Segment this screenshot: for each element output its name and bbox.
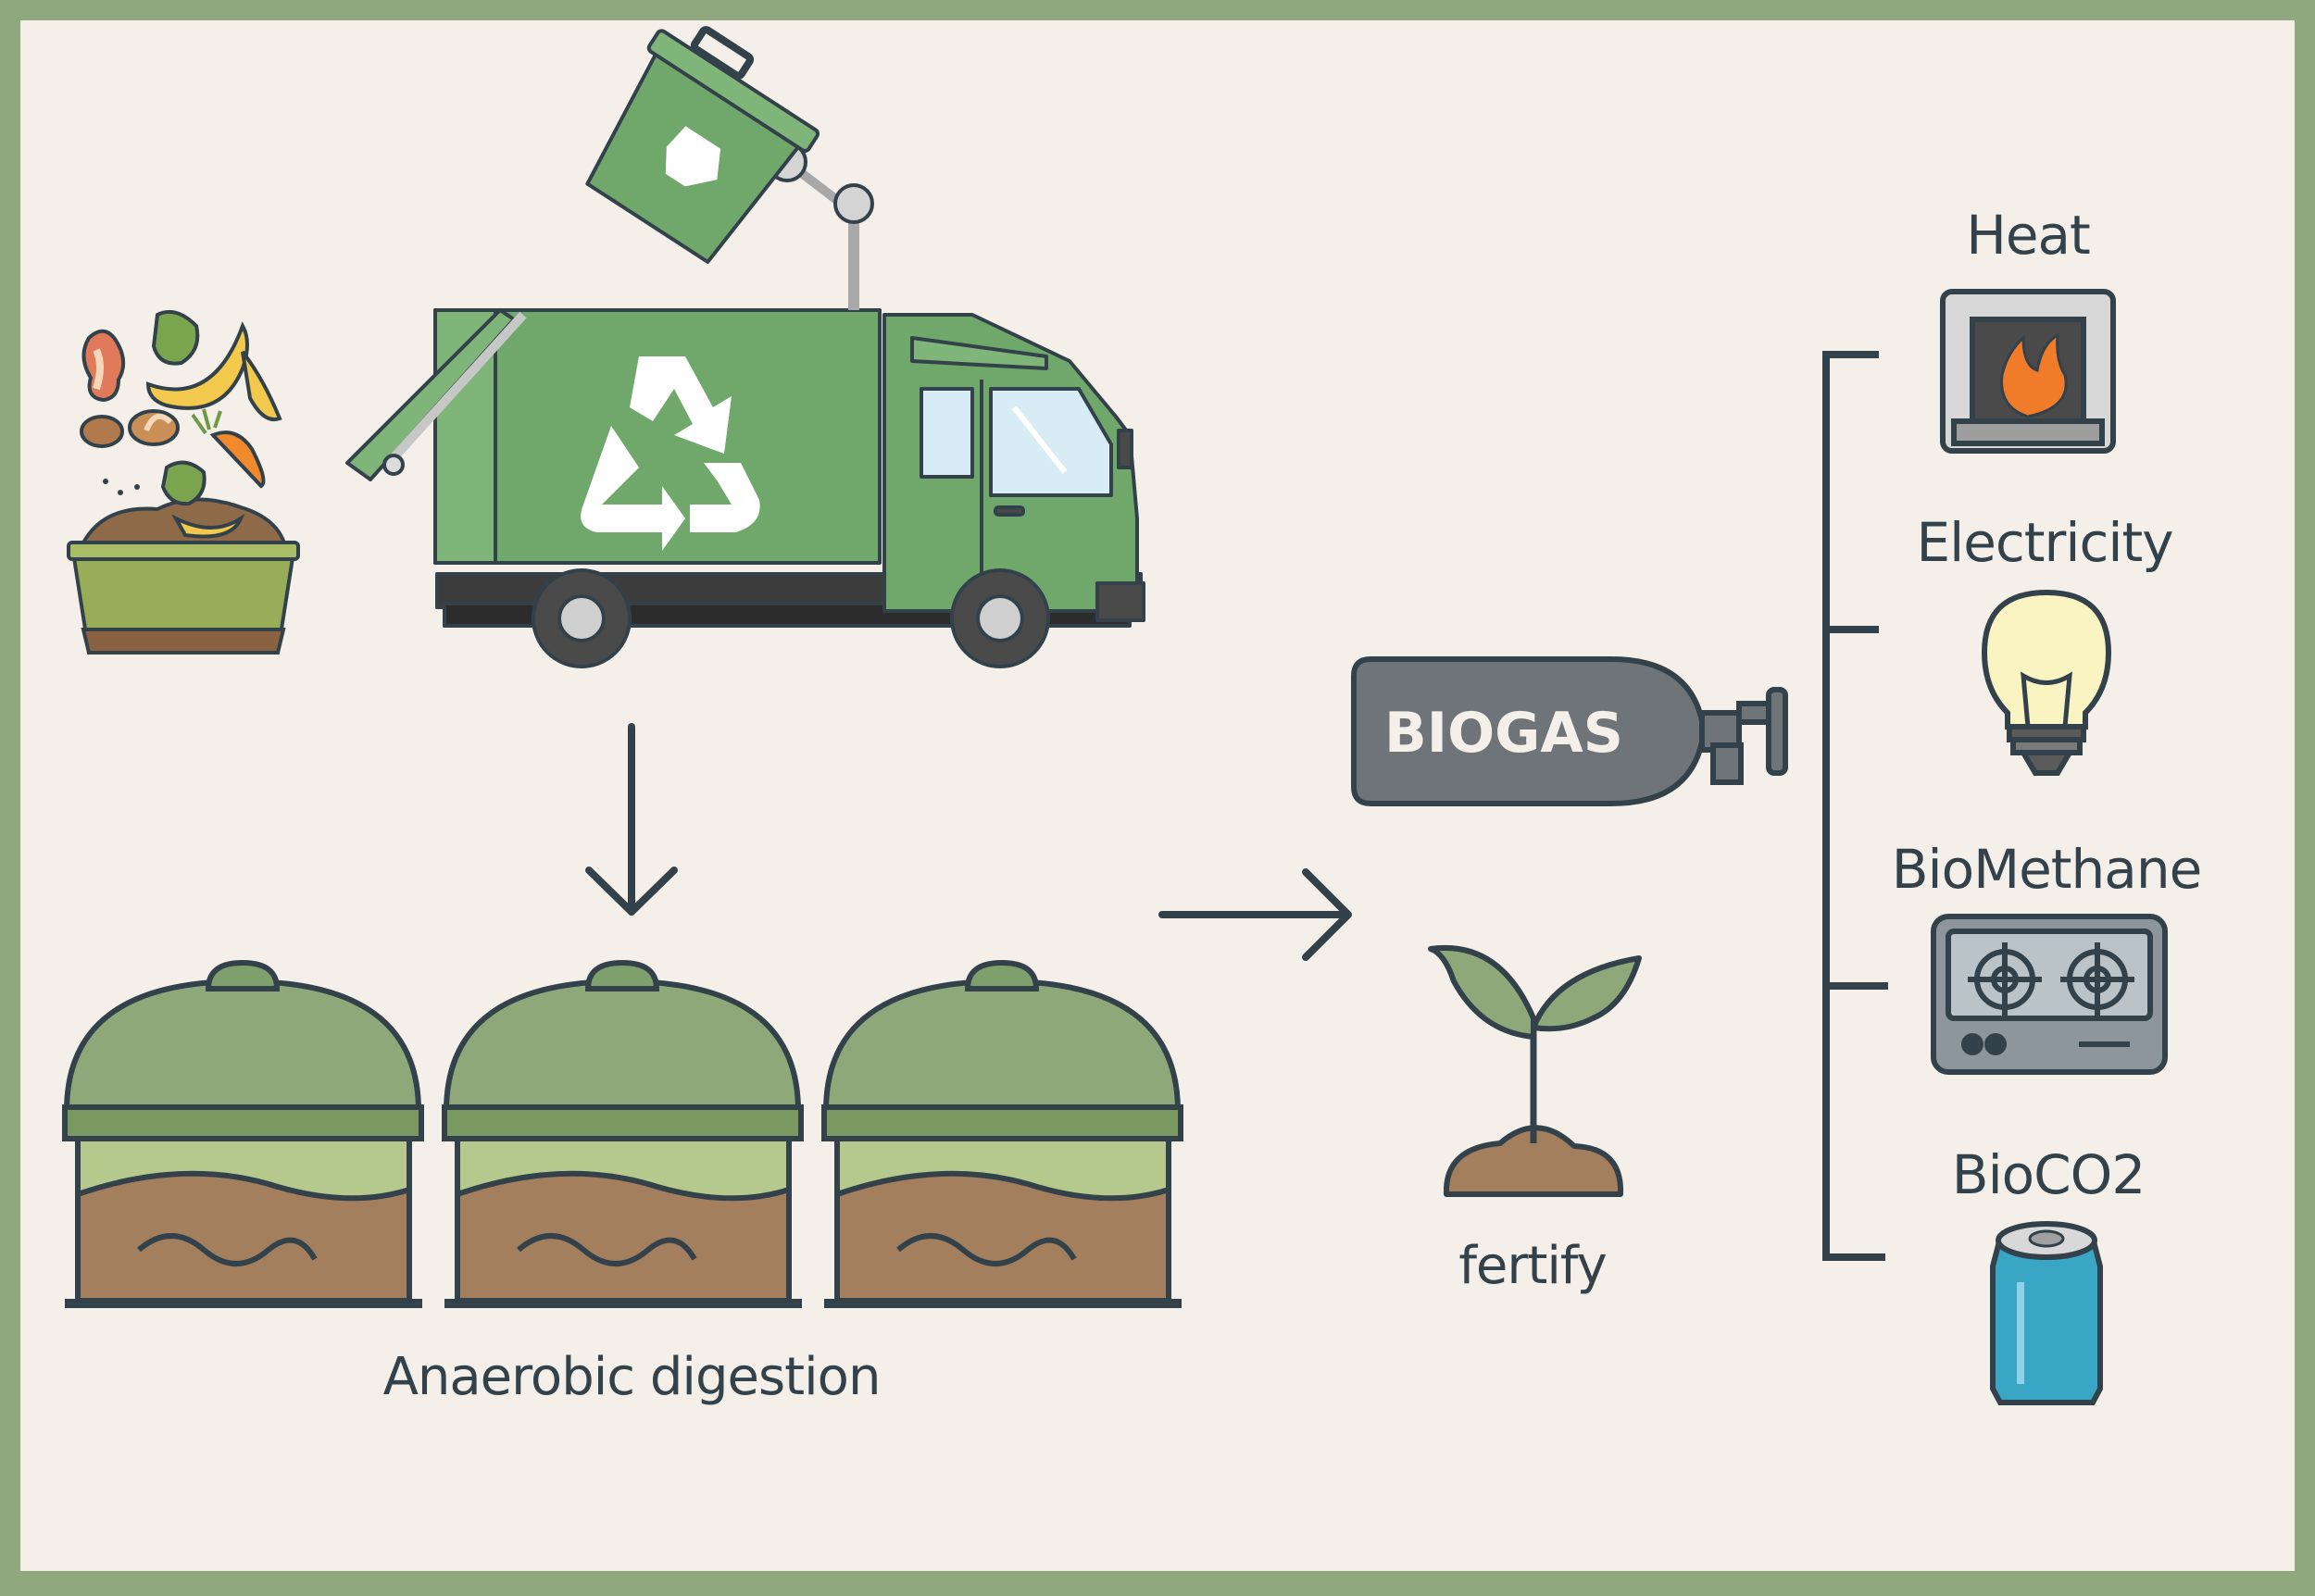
inner-panel: [20, 20, 2295, 1571]
fireplace-icon: [1940, 289, 2116, 454]
output-label-electricity: Electricity: [1916, 511, 2173, 574]
digester-tank-icon: [62, 959, 424, 1308]
output-label-heat: Heat: [1966, 204, 2091, 267]
sprout-icon: [1428, 945, 1642, 1197]
biogas-tank-label: BIOGAS: [1384, 701, 1623, 766]
digester-tank-icon: [821, 959, 1183, 1308]
recycle-symbol-icon: [581, 356, 760, 551]
soda-can-icon: [1990, 1221, 2103, 1405]
digestion-label: Anaerobic digestion: [382, 1347, 882, 1407]
digester-tank-icon: [442, 959, 804, 1308]
garbage-truck-icon: [345, 26, 1145, 668]
fertilizer-label: fertify: [1458, 1236, 1608, 1296]
food-waste-bin-icon: [67, 310, 300, 655]
down-arrow-icon: [585, 723, 678, 916]
gas-stove-icon: [1931, 914, 2168, 1075]
right-arrow-icon: [1158, 868, 1352, 961]
output-label-biomethane: BioMethane: [1891, 838, 2203, 901]
digester-tanks: [62, 959, 1183, 1308]
light-bulb-icon: [1981, 589, 2112, 776]
output-bracket: [1822, 351, 1888, 1261]
biogas-tank-icon: [1351, 656, 1788, 806]
output-label-bioco2: BioCO2: [1951, 1143, 2146, 1206]
